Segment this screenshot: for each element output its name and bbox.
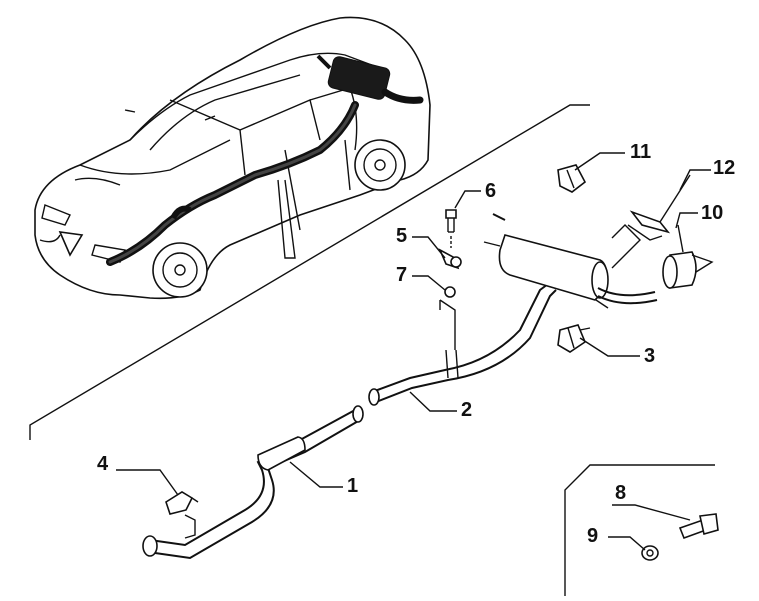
callout-3: 3: [644, 345, 656, 367]
callout-6: 6: [485, 180, 497, 202]
part-5-clamp: [438, 248, 462, 270]
part-10-tailpipe-tip: [662, 224, 714, 289]
callout-9: 9: [587, 525, 599, 547]
callout-12: 12: [713, 157, 736, 179]
callout-5: 5: [396, 225, 408, 247]
callout-4: 4: [97, 453, 109, 475]
callout-2: 2: [461, 399, 473, 421]
callout-10: 10: [701, 202, 724, 224]
frame-lines: [29, 104, 715, 596]
part-9-washer: [641, 545, 659, 561]
part-4-bracket: [165, 491, 199, 515]
callout-11: 11: [630, 141, 652, 163]
callout-7: 7: [396, 264, 408, 286]
part-11-rubber-mount: [557, 164, 587, 193]
part-8-bolt: [678, 513, 719, 540]
callout-1: 1: [347, 475, 359, 497]
part-12-bracket: [627, 174, 691, 241]
part-6-bolt: [445, 209, 457, 248]
muffler-assembly: [483, 213, 658, 309]
tip-guide-lines: [611, 224, 641, 269]
callout-8: 8: [615, 482, 627, 504]
part-2-intermediate-pipe: [368, 283, 557, 406]
part-1-front-pipe: [142, 405, 364, 560]
car-illustration: [34, 16, 431, 300]
part-3-rubber-mount: [557, 324, 591, 353]
leader-lines: [116, 152, 711, 551]
part-7-nut: [439, 286, 456, 350]
